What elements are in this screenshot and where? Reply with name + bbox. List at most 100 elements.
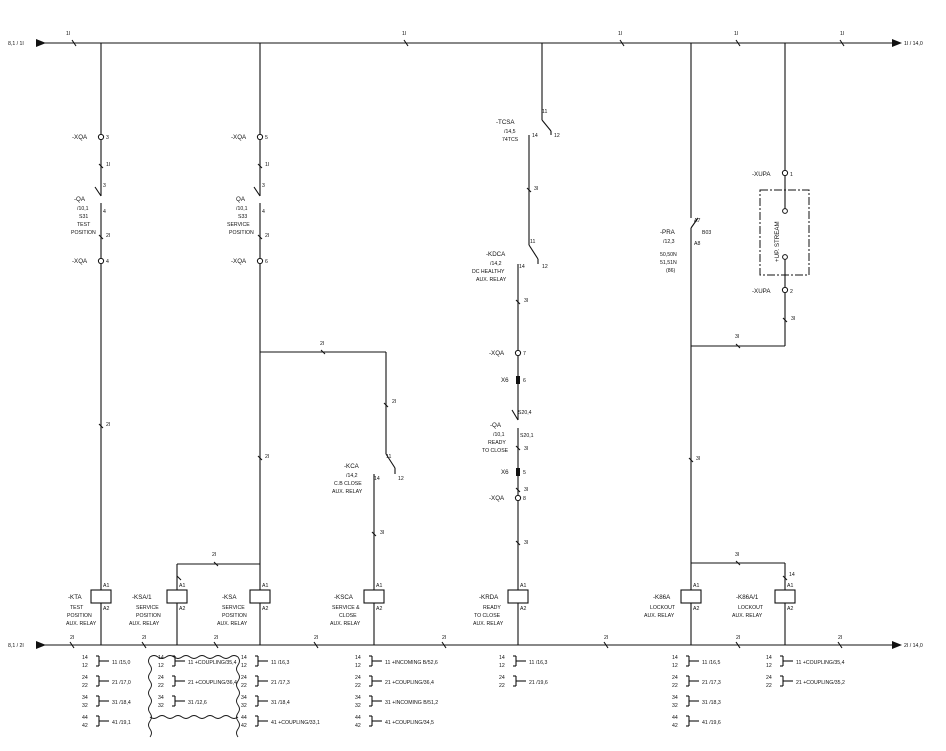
bottom-bus: 8,1 / 2I 2I / 14,0 2I 2I 2I 2I 2I 2I 2I … — [8, 635, 923, 649]
coil-desc-2: POSITION — [136, 613, 161, 619]
coil-desc-1: SERVICE — [222, 605, 245, 611]
contact-no-pin: 14 — [355, 655, 361, 661]
contact-nc-pin: 12 — [355, 663, 361, 669]
x6-label-1: X6 — [501, 377, 509, 384]
contact-pin-14: 14 — [532, 133, 538, 139]
column-ksa: -XQA 5 1I 3 4 QA /10,1 S33 SERVICE POSIT… — [217, 43, 271, 645]
contact-nc-pin: 22 — [766, 683, 772, 689]
wire-label: 2I — [212, 552, 216, 558]
contact-ref: 21 +COUPLING/36,4 — [385, 680, 434, 686]
contact-no-pin: 14 — [672, 655, 678, 661]
kca-ref: /14,2 — [346, 473, 358, 479]
column-krda: -TCSA /14,5 74TCS 11 14 12 3I -KDCA /14,… — [472, 43, 560, 645]
bottom-wire-2: 2I — [142, 635, 146, 641]
contact-no-pin: 34 — [241, 695, 247, 701]
xqa-pin-6: 6 — [265, 259, 268, 265]
contact-ref: 11 /16,3 — [529, 660, 547, 666]
qa-desc-2: TO CLOSE — [482, 448, 509, 454]
bottom-bus-right-ref: 2I / 14,0 — [904, 643, 923, 649]
xqa-pin-8: 8 — [523, 496, 526, 502]
contact-ref: 31 /18,4 — [271, 700, 290, 706]
wire-label: 1I — [106, 162, 110, 168]
tcsa-label: -TCSA — [496, 119, 515, 126]
contact-no-pin: 24 — [241, 675, 247, 681]
top-bus-wire-1: 1I — [66, 31, 70, 37]
xqa-pin-4: 4 — [106, 259, 109, 265]
contact-nc-pin: 12 — [82, 663, 88, 669]
xqa-label-1: -XQA — [72, 134, 88, 141]
contact-entry: 24 22 21 +COUPLING/36,4 — [158, 675, 237, 689]
wire-label: 3I — [735, 334, 739, 340]
qa-code: S33 — [238, 214, 247, 220]
pra-desc-1: 50,50N — [660, 252, 677, 258]
qa-code: S31 — [79, 214, 88, 220]
qa-ref: /10,1 — [493, 432, 505, 438]
coil-desc-1: LOCKOUT — [738, 605, 764, 611]
contact-pin-3: 3 — [262, 183, 265, 189]
contact-ref: 11 +COUPLING/35,4 — [796, 660, 845, 666]
coil-desc-2: AUX. RELAY — [644, 613, 675, 619]
contact-pin-3: 3 — [103, 183, 106, 189]
contact-nc-pin: 12 — [672, 663, 678, 669]
contact-nc-pin: 22 — [158, 683, 164, 689]
contact-pin-12: 12 — [542, 264, 548, 270]
relay-coil-ksca — [363, 589, 385, 604]
coil-a1: A1 — [262, 583, 268, 589]
wire-label: 1I — [265, 162, 269, 168]
coil-desc-2: POSITION — [222, 613, 247, 619]
pra-desc-3: (86) — [666, 268, 675, 274]
contact-ref: 21 +COUPLING/36,4 — [188, 680, 237, 686]
coil-name: -KSA — [222, 594, 237, 601]
contact-pin-4: 4 — [262, 209, 265, 215]
top-bus: 8,1 / 1I 1I / 14,0 1I 1I 1I 1I 1I — [8, 31, 923, 47]
coil-a1: A1 — [376, 583, 382, 589]
column-k86a: -PRA /12,3 50,50N 51,51N (86) A7 A8 B03 … — [644, 43, 785, 645]
coil-a2: A2 — [520, 606, 526, 612]
contact-ref: 41 /19,6 — [702, 720, 721, 726]
coil-desc-3: AUX. RELAY — [66, 621, 97, 627]
contact-link-wavy — [148, 655, 240, 738]
xupa-label-1: -XUPA — [752, 171, 771, 178]
qa-label: -QA — [74, 196, 86, 203]
contact-ref: 41 +COUPLING/33,1 — [271, 720, 320, 726]
coil-a1: A1 — [179, 583, 185, 589]
qa-desc-1: TEST — [77, 222, 91, 228]
relay-coil-krda — [507, 589, 529, 604]
bottom-wire-4: 2I — [314, 635, 318, 641]
column-k86a1: -XUPA 1 +UP. STREAM -XUPA 2 3I 3I 14 A1 … — [691, 43, 810, 645]
qa-desc-2: POSITION — [229, 230, 254, 236]
coil-a1: A1 — [787, 583, 793, 589]
coil-a1: A1 — [520, 583, 526, 589]
column-ksa1: 2I A1 A2 -KSA/1 SERVICE POSITION AUX. RE… — [129, 552, 260, 645]
contact-nc-pin: 12 — [241, 663, 247, 669]
contact-nc-pin: 22 — [672, 683, 678, 689]
wire-label: 2I — [320, 341, 324, 347]
relay-coil-k86a1 — [774, 589, 796, 604]
top-bus-wire-2: 1I — [402, 31, 406, 37]
wire-label: 2I — [106, 233, 110, 239]
wire-label: 3I — [524, 298, 528, 304]
kdca-ref: /14,2 — [490, 261, 502, 267]
contact-no-pin: 24 — [158, 675, 164, 681]
contact-ref-b03: B03 — [702, 230, 711, 236]
qa-desc-1: SERVICE — [227, 222, 250, 228]
coil-name: -KSA/1 — [132, 594, 152, 601]
wire-label: 3I — [534, 186, 538, 192]
coil-a2: A2 — [693, 606, 699, 612]
column-ksca: 2I 2I -KCA /14,2 C.B CLOSE AUX. RELAY 11… — [260, 341, 404, 645]
contact-ref: 11 /16,5 — [702, 660, 720, 666]
contact-ref: 21 /17,3 — [271, 680, 290, 686]
coil-desc-1: TEST — [70, 605, 84, 611]
